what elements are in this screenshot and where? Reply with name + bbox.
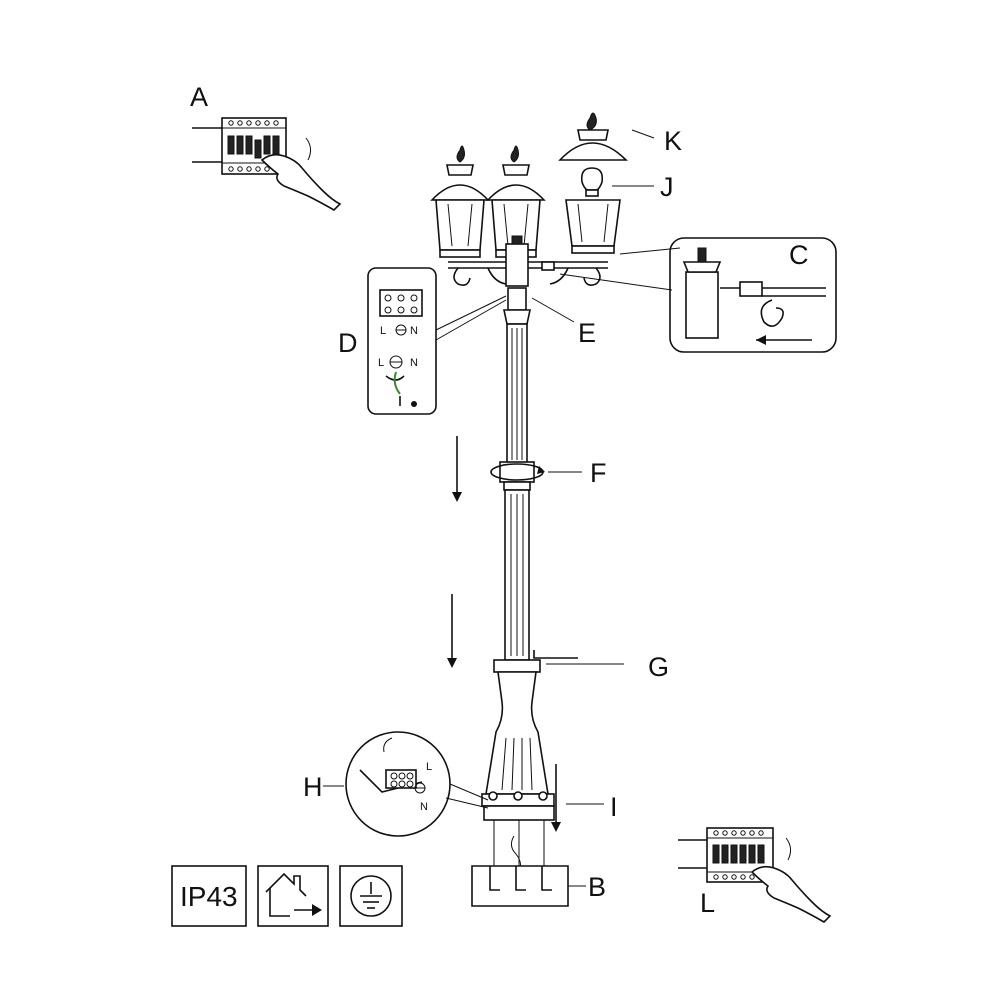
label-a: A [190,82,208,112]
d-bottom-neutral: N [410,357,418,369]
outdoor-house-arrow-icon [257,865,329,927]
lantern-middle [486,145,546,258]
earth-ground-icon [339,865,403,927]
rotate-arrow-icon [490,463,545,481]
label-c: C [789,240,809,270]
label-j: J [660,172,674,202]
leader-lines [531,129,655,887]
inset-h-junction [345,731,489,837]
label-g: G [648,652,669,682]
inset-c-arm-detail [559,237,837,353]
lamp-post-pole [481,287,555,807]
lantern-lid [558,112,628,161]
allen-key-icon [533,650,578,659]
lantern-left [430,145,490,258]
h-neutral: N [420,801,428,813]
label-b: B [588,872,606,902]
inset-d-wiring [367,267,507,415]
label-h: H [303,772,323,802]
h-live: L [426,761,432,773]
d-top-live: L [380,325,386,337]
ip-rating-badge [171,865,247,927]
ip-rating-text: IP43 [180,881,238,912]
label-k: K [664,126,682,156]
foundation-anchor [471,805,569,907]
d-top-neutral: N [410,325,418,337]
assembly-arrows [447,436,561,832]
lamp-arm-bracket [448,235,608,287]
label-d: D [338,328,358,358]
breaker-panel-a [192,117,342,211]
label-e: E [578,318,596,348]
label-f: F [590,458,607,488]
d-bottom-live: L [378,357,384,369]
bulb-icon [580,167,604,197]
lantern-right [565,199,621,254]
label-i: I [610,792,618,822]
label-l: L [700,888,715,918]
breaker-panel-l [678,827,832,923]
